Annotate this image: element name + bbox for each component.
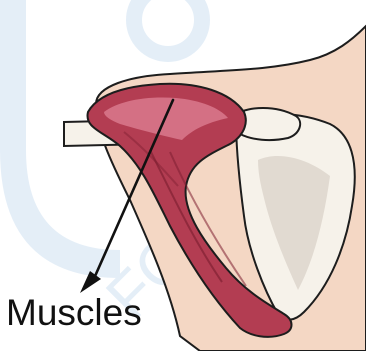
muscles-label: Muscles [6, 294, 142, 331]
